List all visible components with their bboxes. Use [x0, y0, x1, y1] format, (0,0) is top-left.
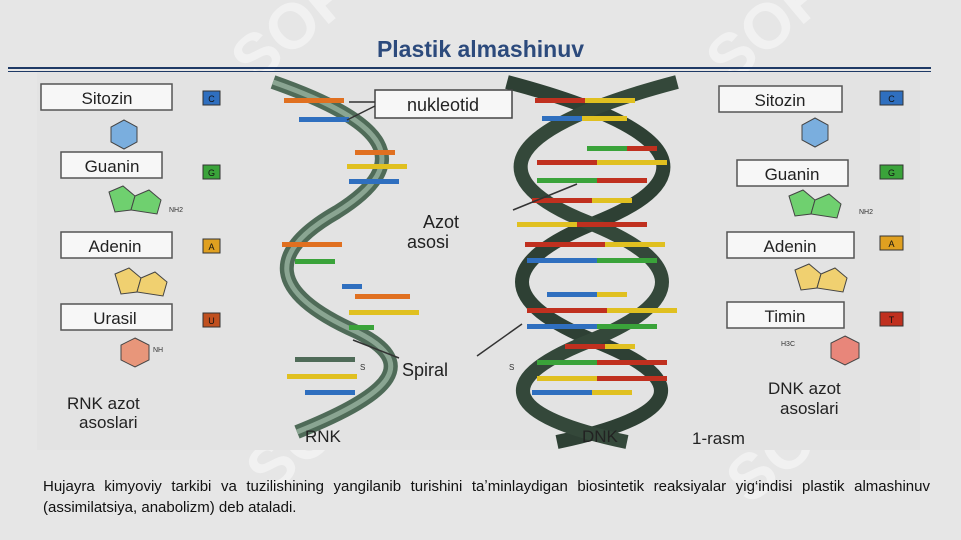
- nitrogen-base-label-1: Azot: [423, 212, 459, 232]
- dna-helix: [505, 75, 679, 449]
- dna-base-timin: Timin T H3C: [726, 301, 904, 366]
- rna-base-sitozin: Sitozin C: [40, 83, 221, 150]
- nh-label: NH: [153, 347, 163, 354]
- rna-caption-line2: asoslari: [79, 413, 138, 432]
- spiral-pointer-dna: [476, 323, 523, 357]
- strand-s-label: S: [509, 363, 514, 372]
- figure-svg: Sitozin C Guanin G NH2 Adenin A Urasil U…: [40, 75, 904, 449]
- base-name: Guanin: [765, 165, 820, 184]
- base-letter: G: [208, 168, 215, 178]
- spiral-pointer-rna: [352, 339, 400, 359]
- base-name: Sitozin: [754, 91, 805, 110]
- rna-label: RNK: [305, 427, 342, 446]
- base-letter: A: [888, 239, 894, 249]
- base-letter: C: [208, 94, 215, 104]
- dna-caption-line1: DNK azot: [768, 379, 841, 398]
- h3c-label: H3C: [781, 341, 795, 348]
- title-divider: [8, 67, 931, 69]
- nh2-label: NH2: [169, 207, 183, 214]
- slide-caption: Hujayra kimyoviy tarkibi va tuzilishinin…: [43, 478, 930, 516]
- rna-caption-line1: RNK azot: [67, 394, 140, 413]
- figure-number: 1-rasm: [692, 429, 745, 448]
- dna-label: DNK: [582, 427, 619, 446]
- rna-helix: [270, 75, 419, 439]
- nitrogen-base-pointer: [512, 183, 578, 211]
- nucleotide-callout: nukleotid: [346, 89, 513, 121]
- dna-caption-line2: asoslari: [780, 399, 839, 418]
- nh2-label: NH2: [859, 209, 873, 216]
- base-name: Urasil: [93, 309, 136, 328]
- base-letter: T: [889, 315, 895, 325]
- rna-base-adenin: Adenin A: [60, 231, 221, 297]
- base-letter: G: [888, 168, 895, 178]
- title-divider-thin: [8, 71, 931, 72]
- base-letter: C: [888, 94, 895, 104]
- dna-base-guanin: Guanin G NH2: [736, 159, 904, 219]
- rna-dna-figure: Sitozin C Guanin G NH2 Adenin A Urasil U…: [37, 72, 920, 450]
- base-name: Guanin: [85, 157, 140, 176]
- base-name: Adenin: [764, 237, 817, 256]
- base-name: Sitozin: [81, 89, 132, 108]
- dna-base-sitozin: Sitozin C: [718, 85, 904, 148]
- spiral-label: Spiral: [402, 360, 448, 380]
- rna-base-urasil: Urasil U NH: [60, 303, 221, 368]
- slide-title: Plastik almashinuv: [376, 36, 585, 62]
- nucleotide-label: nukleotid: [407, 95, 479, 115]
- base-name: Adenin: [89, 237, 142, 256]
- strand-s-label: S: [360, 363, 365, 372]
- base-letter: A: [208, 242, 214, 252]
- dna-base-adenin: Adenin A: [726, 231, 904, 293]
- base-letter: U: [208, 316, 215, 326]
- base-name: Timin: [765, 307, 806, 326]
- rna-base-guanin: Guanin G NH2: [60, 151, 221, 215]
- nitrogen-base-label-2: asosi: [407, 232, 449, 252]
